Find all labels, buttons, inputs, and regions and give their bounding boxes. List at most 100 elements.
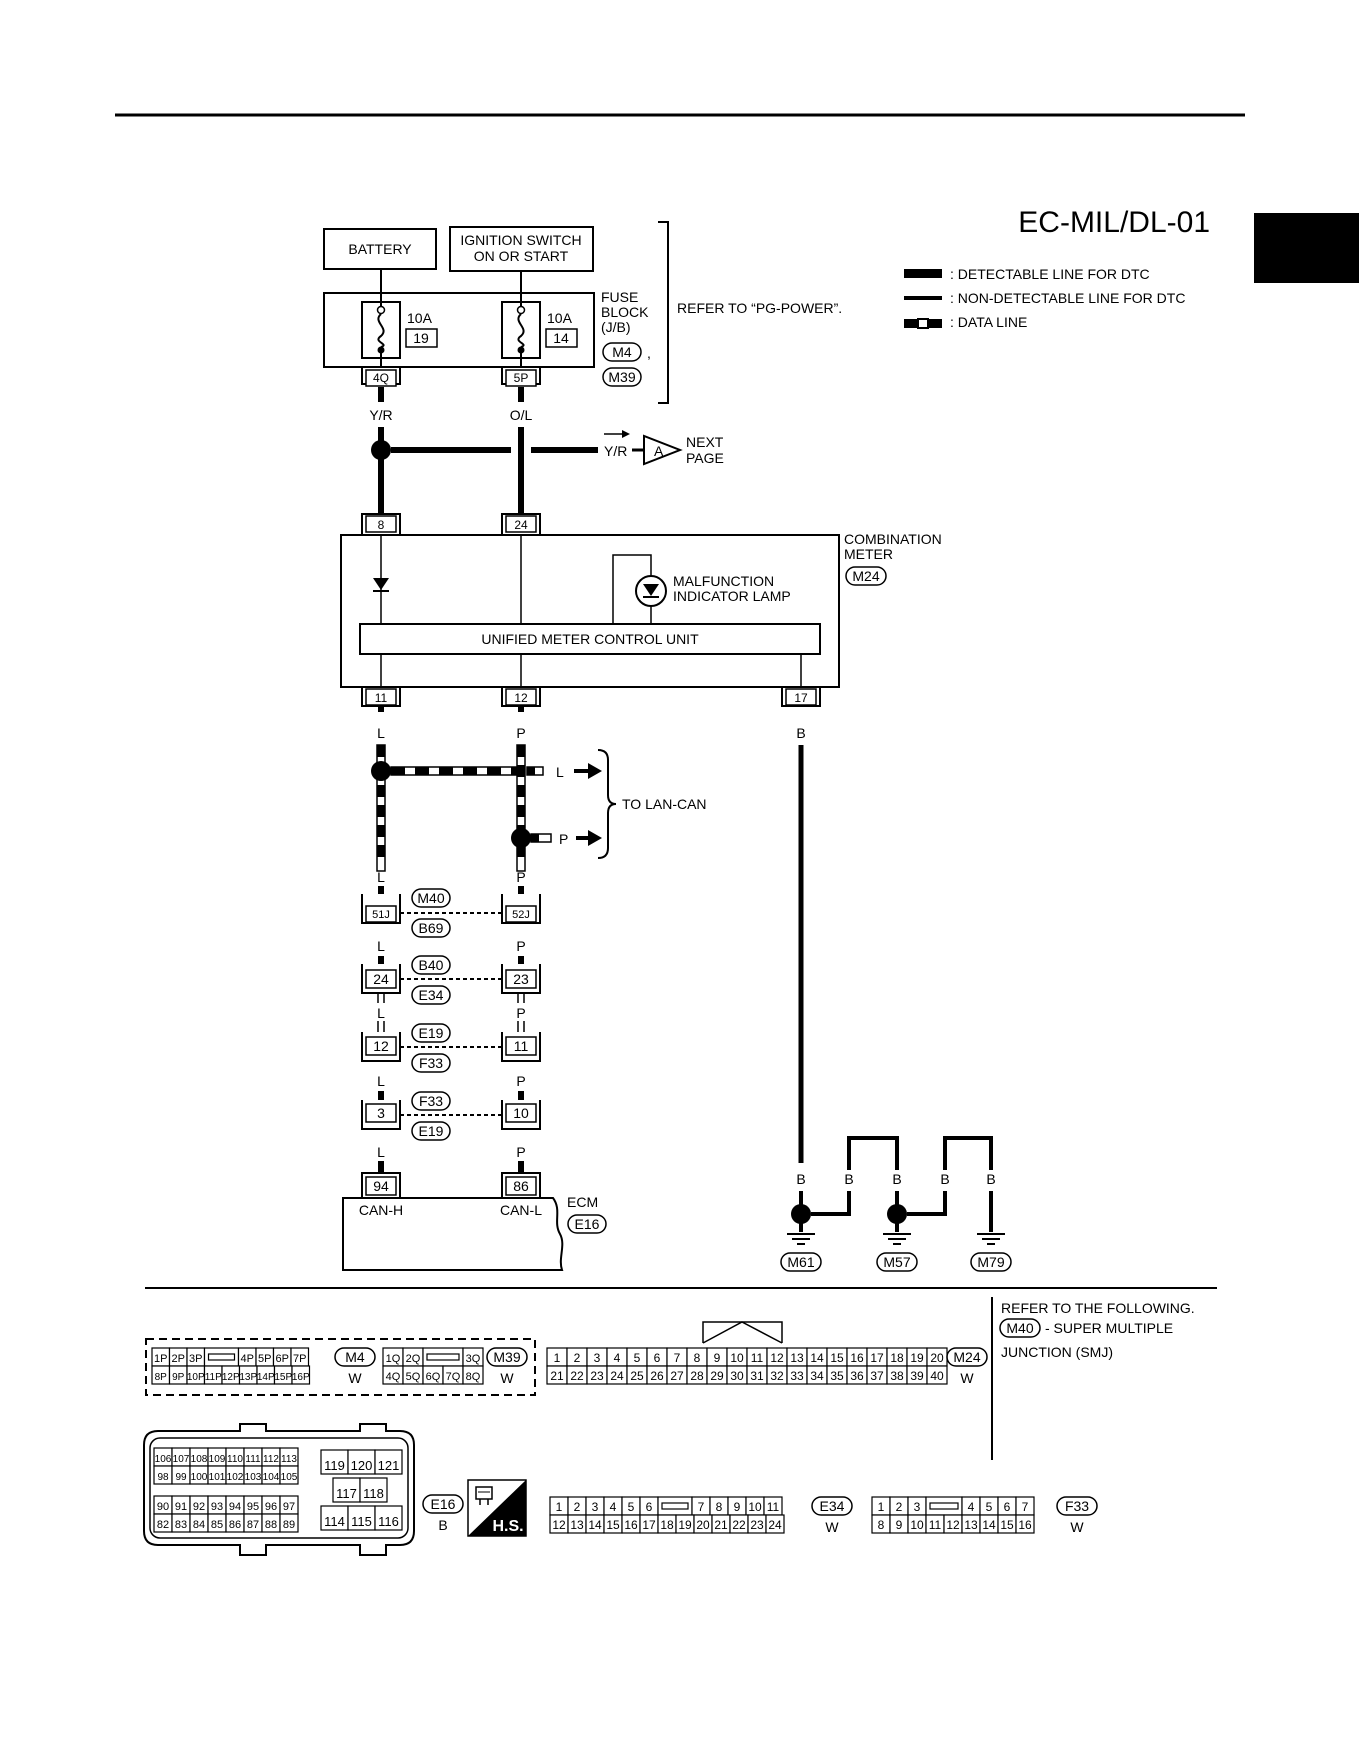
junction-2-wire-p: P xyxy=(516,1005,525,1021)
m24-row2-pin-24: 24 xyxy=(610,1369,624,1383)
pin-4q-connector xyxy=(361,367,401,387)
ecm-p-stub xyxy=(518,1161,524,1173)
junction-4-bottom-conn: E19 xyxy=(419,1123,444,1139)
next-page-label-1: NEXT xyxy=(686,434,724,450)
fuse-block-label-2: BLOCK xyxy=(601,304,649,320)
e16-row3-pin-90: 90 xyxy=(157,1501,169,1513)
pin-17-connector xyxy=(781,687,821,707)
fuse-block-conn-m39: M39 xyxy=(608,369,635,385)
e34-row1-pin-2: 2 xyxy=(574,1500,581,1514)
next-page-marker-shape xyxy=(643,434,683,466)
meter-label-1: COMBINATION xyxy=(844,531,942,547)
e16-connector-inner xyxy=(149,1437,409,1539)
e16-row4-pin-88: 88 xyxy=(265,1519,277,1531)
junction-1-top-conn: M40 xyxy=(417,890,444,906)
e34-row1-pin-1: 1 xyxy=(556,1500,563,1514)
f33-row2-pin-11: 11 xyxy=(929,1518,942,1532)
m24-row1-pin-1: 1 xyxy=(554,1351,561,1365)
f33-name-oval xyxy=(1056,1496,1098,1516)
combination-meter-box xyxy=(340,534,840,688)
splice-l xyxy=(371,761,391,781)
e16-row2-pin-98: 98 xyxy=(157,1472,169,1483)
pin-8-connector xyxy=(361,513,401,535)
junction-row-3 xyxy=(361,1021,541,1073)
e16-row3-pin-93: 93 xyxy=(211,1501,223,1513)
m39-row2-pin-8Q: 8Q xyxy=(466,1371,481,1383)
fuse-block-conn-m4-oval xyxy=(602,342,642,362)
e16-row3-pin-96: 96 xyxy=(265,1501,277,1513)
meter-pin-12: 12 xyxy=(514,691,528,705)
lan-can-l-branch xyxy=(526,766,544,776)
e16-row4-pin-85: 85 xyxy=(211,1519,223,1531)
fuse-block-conn-m39-oval xyxy=(602,367,642,387)
m4-m39-dashed-frame xyxy=(145,1338,536,1396)
e16-row2-pin-103: 103 xyxy=(245,1472,262,1483)
junction-2-wire-l: L xyxy=(377,1005,385,1021)
junction-4-left-pin: 3 xyxy=(377,1105,385,1121)
m24-row1-pin-7: 7 xyxy=(674,1351,681,1365)
f33-color: W xyxy=(1070,1519,1084,1535)
f33-row1-pin-5: 5 xyxy=(986,1500,993,1514)
m24-row2-pin-cell xyxy=(926,1365,948,1385)
f33-row2-pin-cell xyxy=(1015,1514,1035,1534)
junction-3-right-pin: 11 xyxy=(514,1038,529,1054)
fuse-14-num: 14 xyxy=(553,330,569,346)
m4-row1-pin-6P: 6P xyxy=(276,1353,289,1365)
splice-p xyxy=(511,828,531,848)
wire-label-l-2: L xyxy=(377,869,385,885)
e16-row3-pin-91: 91 xyxy=(175,1501,187,1513)
e16-row2-pin-101: 101 xyxy=(209,1472,226,1483)
e34-row2-pin-18: 18 xyxy=(660,1518,674,1532)
m4-name: M4 xyxy=(345,1349,365,1365)
m39-name-oval xyxy=(486,1347,528,1367)
e34-row2-pin-12: 12 xyxy=(552,1518,566,1532)
m4-name-oval xyxy=(334,1347,376,1367)
m24-row1-pin-17: 17 xyxy=(870,1351,884,1365)
f33-row2-pin-12: 12 xyxy=(946,1518,960,1532)
meter-pin-24: 24 xyxy=(514,518,528,532)
page-title: EC-MIL/DL-01 xyxy=(1018,206,1210,239)
e16-row4-pin-87: 87 xyxy=(247,1519,259,1531)
ecm-label: ECM xyxy=(567,1194,598,1210)
ground-wire-b-5: B xyxy=(986,1171,995,1187)
splice-yr xyxy=(371,440,391,460)
mil-label-1: MALFUNCTION xyxy=(673,573,774,589)
e34-row1-pin-3: 3 xyxy=(592,1500,599,1514)
e34-row2-pin-19: 19 xyxy=(678,1518,692,1532)
e16-row1-pin-113: 113 xyxy=(281,1454,297,1465)
e16-row4-pin-cell xyxy=(279,1513,299,1533)
m24-key-chevron xyxy=(702,1321,783,1344)
f33-row2-pin-16: 16 xyxy=(1018,1518,1032,1532)
e16-side-mid-pin-118: 118 xyxy=(363,1486,384,1501)
m24-row2-pin-39: 39 xyxy=(910,1369,924,1383)
next-page-wire-label: Y/R xyxy=(604,443,627,459)
m24-row2-pin-35: 35 xyxy=(830,1369,844,1383)
pin-4q: 4Q xyxy=(373,371,389,385)
e16-row3-pin-94: 94 xyxy=(229,1501,241,1513)
m24-row1-pin-6: 6 xyxy=(654,1351,661,1365)
meter-label-2: METER xyxy=(844,546,893,562)
ecm-conn-oval xyxy=(567,1214,607,1234)
e16-row2-pin-105: 105 xyxy=(281,1472,298,1483)
e16-color: B xyxy=(438,1517,447,1533)
ground-m61-splice xyxy=(791,1204,811,1224)
junction-4-wire-p: P xyxy=(516,1144,525,1160)
lan-can-p-arrow-head xyxy=(588,830,602,846)
m4-row1-pin-3P: 3P xyxy=(189,1353,202,1365)
legend: : DETECTABLE LINE FOR DTC : NON-DETECTAB… xyxy=(904,266,1185,330)
ground-m79: M79 xyxy=(977,1254,1004,1270)
next-page-marker: A xyxy=(654,443,664,459)
fuse-block-box xyxy=(323,292,595,368)
pin-86-connector xyxy=(501,1172,541,1198)
to-lan-can-label: TO LAN-CAN xyxy=(622,796,707,812)
m24-connector-key xyxy=(702,1321,783,1343)
legend-data-swatch-2 xyxy=(917,318,929,329)
e16-side-mid-pin-117: 117 xyxy=(336,1486,357,1501)
m24-name: M24 xyxy=(953,1349,980,1365)
f33-row2-pin-14: 14 xyxy=(982,1518,996,1532)
wire-label-yr: Y/R xyxy=(369,407,392,423)
junction-row-1 xyxy=(361,886,541,938)
e16-side-top-pin-121: 121 xyxy=(378,1458,400,1473)
e16-row2-pin-cell xyxy=(279,1465,299,1485)
e16-row1-pin-110: 110 xyxy=(227,1454,243,1465)
